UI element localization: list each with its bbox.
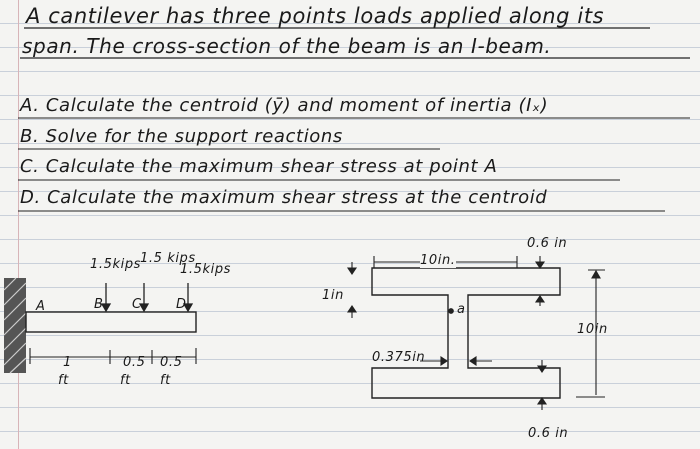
problem-line-1: A cantilever has three points loads appl… xyxy=(26,4,605,28)
section-point-a: a xyxy=(457,302,466,317)
dim-3-unit: ft xyxy=(160,373,171,388)
dim-2-unit: ft xyxy=(120,373,131,388)
problem-line-2: span. The cross-section of the beam is a… xyxy=(22,34,552,58)
beam xyxy=(25,311,197,333)
load-right-label: 1.5kips xyxy=(180,262,232,277)
beam-dimension-line xyxy=(29,348,197,364)
fixed-support xyxy=(4,278,26,373)
dim-3-value: 0.5 xyxy=(160,355,183,370)
question-a: A. Calculate the centroid (ȳ) and moment… xyxy=(20,95,549,116)
beam-point-b: B xyxy=(94,297,104,312)
beam-point-a: A xyxy=(36,299,46,314)
question-c: C. Calculate the maximum shear stress at… xyxy=(20,156,498,177)
dim-2-value: 0.5 xyxy=(123,355,146,370)
beam-point-d: D xyxy=(176,297,187,312)
beam-point-c: C xyxy=(132,297,142,312)
bottom-flange-thickness-label: 0.6 in xyxy=(528,426,569,441)
support-hatching xyxy=(3,277,27,374)
web-height-label: 1in xyxy=(322,288,344,303)
question-d: D. Calculate the maximum shear stress at… xyxy=(20,187,548,208)
i-beam-section xyxy=(371,267,561,399)
section-dimensions xyxy=(346,256,605,410)
top-flange-thickness-label: 0.6 in xyxy=(527,236,568,251)
total-height-label: 10in xyxy=(577,322,608,337)
dim-1-value: 1 xyxy=(63,355,72,370)
margin-line xyxy=(18,0,19,449)
dim-1-unit: ft xyxy=(58,373,69,388)
question-b: B. Solve for the support reactions xyxy=(20,126,343,147)
load-mid-label: 1.5 kips xyxy=(140,251,196,266)
point-loads xyxy=(100,283,194,313)
web-thickness-label: 0.375in xyxy=(372,350,426,365)
flange-width-label: 10in. xyxy=(420,253,456,268)
load-left-label: 1.5kips xyxy=(90,257,142,272)
